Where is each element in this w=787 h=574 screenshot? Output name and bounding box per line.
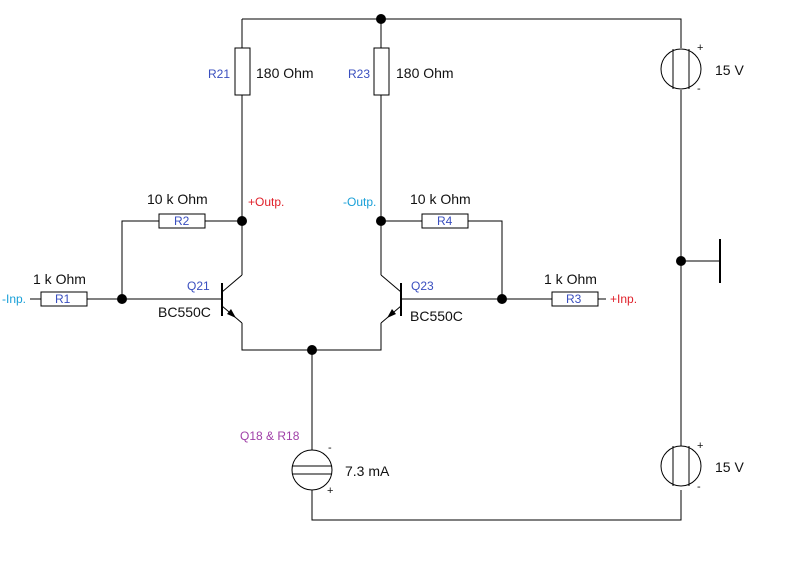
v-bottom-minus: -	[697, 481, 701, 493]
current-source-minus: -	[328, 442, 332, 454]
q23-ref: Q23	[411, 279, 434, 293]
current-source-ref: Q18 & R18	[240, 429, 300, 443]
net-out-plus: +Outp.	[248, 195, 284, 209]
q23-part: BC550C	[410, 308, 463, 324]
resistor-r1	[40, 291, 88, 307]
r3-ref: R3	[566, 292, 582, 306]
resistor-r23	[373, 47, 390, 96]
r1-ref: R1	[55, 292, 71, 306]
resistor-r3	[551, 291, 599, 307]
junction-base-left	[117, 294, 127, 304]
q23-emitter-arrow	[387, 309, 396, 318]
v-bottom-value: 15 V	[715, 459, 744, 475]
junction-top	[376, 14, 386, 24]
v-top-plus: +	[697, 42, 703, 54]
v-bottom-plus: +	[697, 440, 703, 452]
labels: R21 180 Ohm R23 180 Ohm 10 k Ohm R2 10 k…	[2, 42, 744, 497]
junction-ground	[676, 256, 686, 266]
r21-value: 180 Ohm	[256, 65, 314, 81]
r23-value: 180 Ohm	[396, 65, 454, 81]
q21-emitter-arrow	[227, 309, 236, 318]
r4-feedback-wire	[381, 220, 503, 299]
current-source	[291, 449, 333, 491]
voltage-source-bottom-circle	[660, 445, 702, 487]
top-rail-wire	[242, 18, 682, 48]
junctions	[117, 14, 686, 355]
r23-ref: R23	[348, 67, 370, 81]
q21-ref: Q21	[187, 279, 210, 293]
r2-value: 10 k Ohm	[147, 191, 208, 207]
voltage-source-top	[660, 48, 702, 90]
transistor-q23	[380, 274, 402, 324]
q21-part: BC550C	[158, 304, 211, 320]
r2-feedback-wire	[121, 220, 242, 299]
net-in-plus: +Inp.	[610, 292, 637, 306]
resistor-r21	[234, 47, 251, 96]
r1-value: 1 k Ohm	[33, 271, 86, 287]
current-source-plus: +	[327, 485, 333, 497]
current-source-value: 7.3 mA	[345, 463, 390, 479]
resistor-r4	[421, 213, 469, 229]
resistors	[40, 47, 599, 307]
junction-tail	[307, 345, 317, 355]
v-top-value: 15 V	[715, 62, 744, 78]
voltage-source-bottom	[660, 445, 702, 487]
r21-ref: R21	[208, 67, 230, 81]
r4-ref: R4	[437, 214, 453, 228]
current-source-circle	[291, 449, 333, 491]
resistor-r2	[158, 213, 206, 229]
transistor-q21	[221, 274, 243, 324]
bottom-rail-wire	[311, 490, 682, 521]
voltage-source-top-circle	[660, 48, 702, 90]
r2-ref: R2	[174, 214, 190, 228]
net-in-minus: -Inp.	[2, 292, 26, 306]
junction-out-minus	[376, 216, 386, 226]
junction-out-plus	[237, 216, 247, 226]
net-out-minus: -Outp.	[343, 195, 376, 209]
r4-value: 10 k Ohm	[410, 191, 471, 207]
v-top-minus: -	[697, 83, 701, 95]
junction-base-right	[497, 294, 507, 304]
r3-value: 1 k Ohm	[544, 271, 597, 287]
